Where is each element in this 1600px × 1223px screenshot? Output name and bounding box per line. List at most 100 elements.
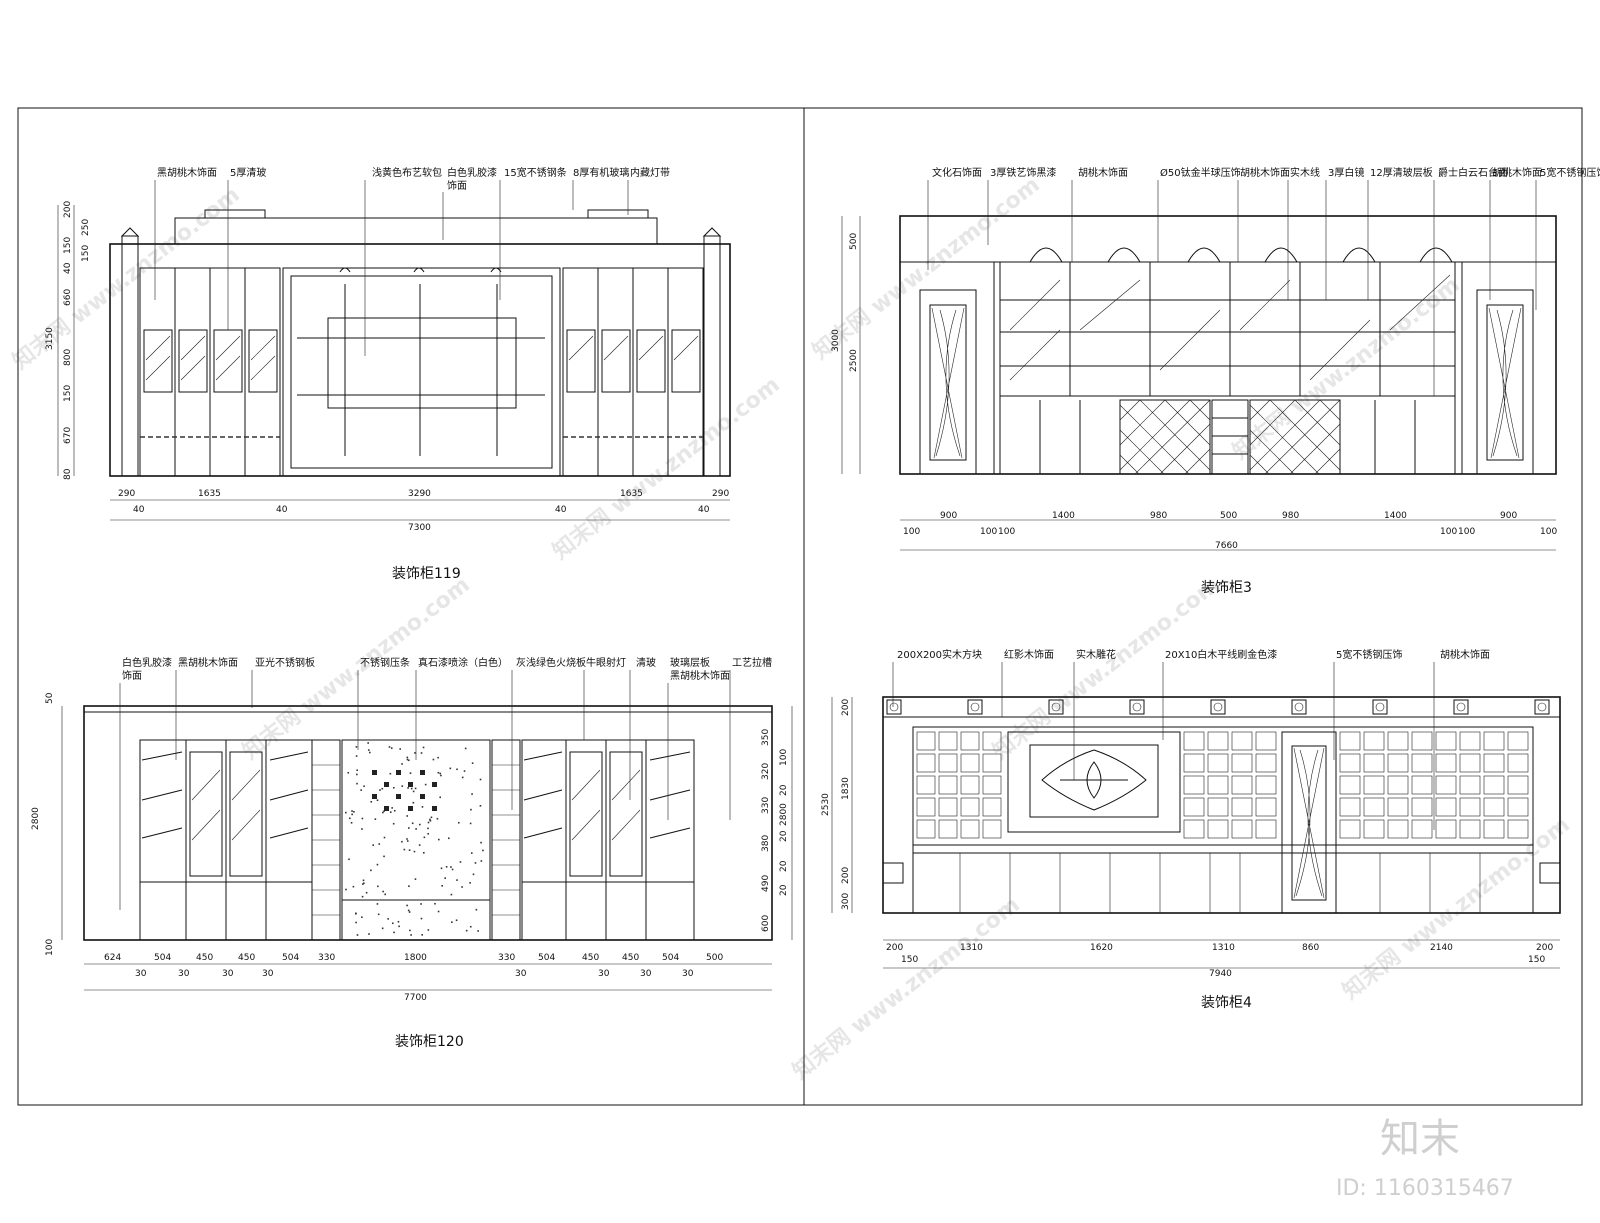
fabric-panel — [327, 317, 517, 409]
dim-label: 980 — [1150, 511, 1167, 521]
coffer-cell — [1411, 797, 1433, 817]
stone-speck — [438, 838, 440, 841]
coffer-cell — [1207, 753, 1229, 773]
stone-speck — [361, 817, 364, 820]
dim-label: 1310 — [960, 943, 983, 953]
dim-label: 40 — [276, 505, 288, 515]
coffer-cell — [916, 753, 936, 773]
stone-speck — [461, 886, 463, 888]
dim-label: 20 — [779, 784, 789, 796]
brand-logo: 知末 — [1380, 1116, 1460, 1162]
stone-speck — [418, 844, 421, 846]
dim-label: 200 — [63, 201, 73, 218]
dim-label: 300 — [841, 893, 851, 910]
elevation-120 — [83, 705, 773, 941]
stone-speck — [348, 817, 351, 820]
coffer-cell — [1483, 753, 1505, 773]
stone-speck — [363, 785, 365, 788]
stone-speck — [360, 789, 362, 791]
dim-label: 200 — [841, 699, 851, 716]
coffer-cell — [916, 775, 936, 795]
stone-speck — [401, 763, 403, 765]
coffer-cell — [1507, 731, 1529, 751]
coffer-cell — [1207, 819, 1229, 839]
dim-label: 7940 — [1209, 969, 1232, 979]
stone-speck — [408, 827, 410, 829]
dim-label: 7660 — [1215, 541, 1238, 551]
coffer-cell — [1255, 731, 1277, 751]
stone-speck — [354, 912, 357, 915]
stone-speck — [470, 852, 473, 854]
dim-label: 1310 — [1212, 943, 1235, 953]
coffer-cell — [1183, 797, 1205, 817]
coffer-cell — [1459, 819, 1481, 839]
stone-speck — [376, 863, 379, 866]
annotation: 玻璃层板 — [670, 656, 710, 669]
coffer-cell — [1507, 753, 1529, 773]
dim-label: 30 — [262, 969, 274, 979]
carved-block-rosette — [1051, 702, 1061, 712]
annotation: 饰面 — [122, 669, 142, 682]
carved-block-rosette — [1375, 702, 1385, 712]
annotation: 黑胡桃木饰面 — [670, 669, 730, 682]
coffer-cell — [1363, 753, 1385, 773]
annotation: 胡桃木饰面 — [1240, 166, 1290, 179]
stone-speck — [445, 866, 448, 868]
carved-block-rosette — [1132, 702, 1142, 712]
carved-block-rosette — [889, 702, 899, 712]
dim-label: 1635 — [620, 489, 643, 499]
dim-label: 330 — [761, 797, 771, 814]
dim-label: 30 — [598, 969, 610, 979]
stone-speck — [439, 772, 442, 775]
stone-tile — [408, 782, 413, 787]
coffer-cell — [1255, 775, 1277, 795]
stone-speck — [355, 746, 358, 748]
dim-label: 30 — [682, 969, 694, 979]
coffer-cell — [1207, 731, 1229, 751]
stone-speck — [384, 893, 386, 896]
coffer-cell — [1339, 797, 1361, 817]
annotation: 内藏灯带 — [630, 166, 670, 179]
coffer-cell — [1459, 775, 1481, 795]
stone-speck — [403, 848, 406, 851]
stone-speck — [378, 843, 381, 845]
stone-speck — [412, 790, 415, 793]
stone-speck — [472, 873, 475, 876]
annotation: 爵士白云石台面 — [1438, 166, 1508, 179]
coffer-cell — [1207, 797, 1229, 817]
carved-block — [1291, 699, 1307, 715]
stone-tile — [384, 782, 389, 787]
coffer-cell — [1231, 819, 1253, 839]
coffer-cell — [1387, 731, 1409, 751]
stone-speck — [456, 879, 458, 881]
stone-speck — [450, 866, 452, 868]
coffer-cell — [1411, 775, 1433, 795]
annotation: 饰面 — [447, 179, 467, 192]
annotation: 胡桃木饰面 — [1492, 166, 1542, 179]
coffer-cell — [1339, 819, 1361, 839]
annotation: 实木雕花 — [1076, 648, 1116, 661]
coffer-cell — [982, 819, 1002, 839]
stone-speck — [420, 917, 423, 920]
watermark-text: 知末网 www.znzmo.com — [808, 172, 1045, 365]
stone-speck — [413, 850, 416, 853]
coffer-cell — [1183, 731, 1205, 751]
stone-speck — [389, 811, 392, 813]
coffer-cell — [982, 753, 1002, 773]
dim-label: 330 — [498, 953, 515, 963]
stone-speck — [401, 840, 403, 843]
dim-label: 660 — [63, 289, 73, 306]
stone-speck — [399, 748, 401, 750]
watermark-text: 知末网 www.znzmo.com — [548, 372, 785, 565]
carved-block — [1534, 699, 1550, 715]
stone-speck — [406, 838, 408, 840]
dim-label: 504 — [282, 953, 299, 963]
stone-speck — [422, 746, 425, 749]
stone-speck — [421, 934, 424, 936]
stone-speck — [361, 828, 363, 830]
dim-label: 100 — [1458, 527, 1475, 537]
p4-labels: 200X200实木方块 红影木饰面 实木雕花 20X10白木平线刷金色漆 5宽不… — [892, 648, 1490, 1011]
dim-label: 80 — [63, 468, 73, 480]
dim-label: 980 — [1282, 511, 1299, 521]
soffit — [174, 217, 658, 245]
